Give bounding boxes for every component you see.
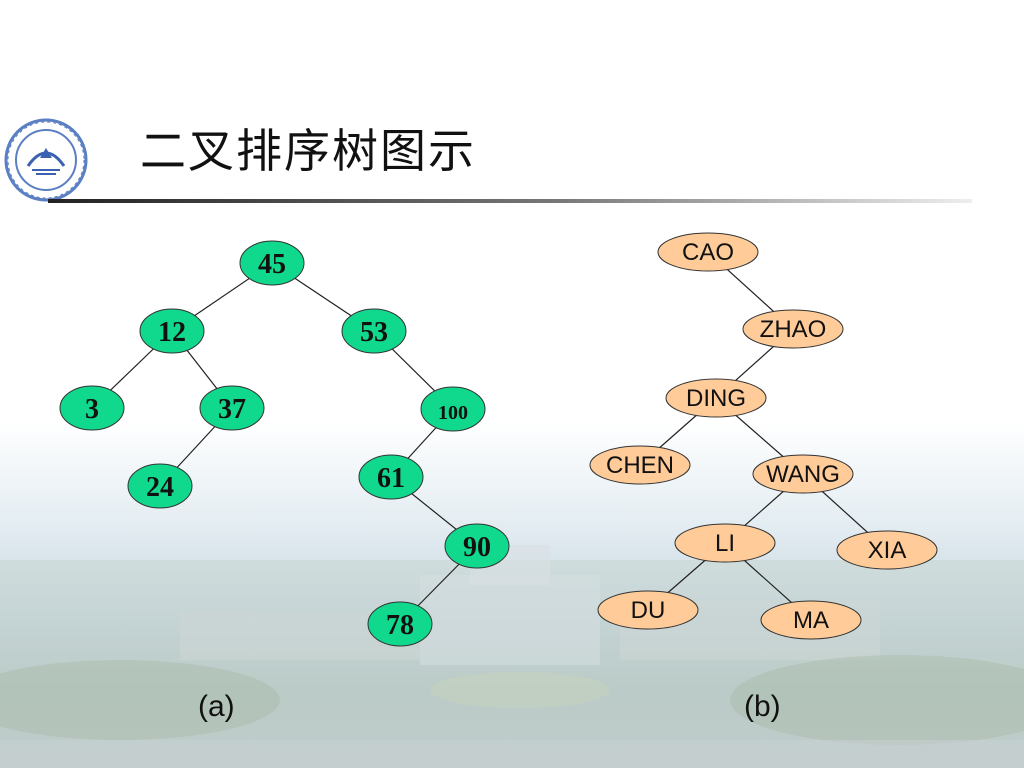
tree-node-n78: 78 bbox=[367, 601, 433, 647]
tree-node-zhao: ZHAO bbox=[742, 309, 844, 349]
node-label-chen: CHEN bbox=[606, 452, 674, 479]
node-ellipse-chen bbox=[589, 445, 691, 485]
node-label-ding: DING bbox=[686, 385, 746, 412]
title-underline bbox=[48, 199, 972, 203]
node-ellipse-du bbox=[597, 590, 699, 630]
node-ellipse-zhao bbox=[742, 309, 844, 349]
node-label-n24: 24 bbox=[146, 472, 174, 503]
tree-node-n90: 90 bbox=[444, 523, 510, 569]
tree-node-du: DU bbox=[597, 590, 699, 630]
page-title: 二叉排序树图示 bbox=[140, 124, 476, 178]
tree-node-chen: CHEN bbox=[589, 445, 691, 485]
tree-node-ding: DING bbox=[665, 378, 767, 418]
node-ellipse-n100 bbox=[420, 386, 486, 432]
node-label-n12: 12 bbox=[158, 317, 186, 348]
node-label-n78: 78 bbox=[386, 610, 414, 641]
node-ellipse-ma bbox=[760, 600, 862, 640]
university-seal-icon bbox=[4, 118, 88, 202]
node-label-n3: 3 bbox=[85, 394, 99, 425]
node-ellipse-n90 bbox=[444, 523, 510, 569]
node-ellipse-n12 bbox=[139, 308, 205, 354]
node-label-n53: 53 bbox=[360, 317, 388, 348]
tree-node-n24: 24 bbox=[127, 463, 193, 509]
node-ellipse-n53 bbox=[341, 308, 407, 354]
tree-node-n37: 37 bbox=[199, 385, 265, 431]
node-ellipse-n24 bbox=[127, 463, 193, 509]
node-label-ma: MA bbox=[793, 607, 829, 634]
caption-a: (a) bbox=[198, 690, 235, 723]
node-ellipse-n61 bbox=[358, 454, 424, 500]
node-label-n37: 37 bbox=[218, 394, 246, 425]
node-label-du: DU bbox=[631, 597, 666, 624]
tree-node-wang: WANG bbox=[752, 454, 854, 494]
node-ellipse-xia bbox=[836, 530, 938, 570]
tree-node-n61: 61 bbox=[358, 454, 424, 500]
node-label-n61: 61 bbox=[377, 463, 405, 494]
node-ellipse-n3 bbox=[59, 385, 125, 431]
node-ellipse-ding bbox=[665, 378, 767, 418]
node-label-n45: 45 bbox=[258, 249, 286, 280]
tree-node-n53: 53 bbox=[341, 308, 407, 354]
node-ellipse-wang bbox=[752, 454, 854, 494]
node-label-xia: XIA bbox=[868, 537, 907, 564]
tree-node-li: LI bbox=[674, 523, 776, 563]
node-ellipse-cao bbox=[657, 232, 759, 272]
node-label-zhao: ZHAO bbox=[760, 316, 827, 343]
node-ellipse-n78 bbox=[367, 601, 433, 647]
tree-node-xia: XIA bbox=[836, 530, 938, 570]
node-label-n90: 90 bbox=[463, 532, 491, 563]
node-label-n100: 100 bbox=[438, 402, 468, 424]
node-label-li: LI bbox=[715, 530, 735, 557]
tree-node-n100: 100 bbox=[420, 386, 486, 432]
node-label-wang: WANG bbox=[766, 461, 840, 488]
node-label-cao: CAO bbox=[682, 239, 734, 266]
caption-b: (b) bbox=[744, 690, 781, 723]
node-ellipse-n37 bbox=[199, 385, 265, 431]
tree-node-n45: 45 bbox=[239, 240, 305, 286]
tree-node-ma: MA bbox=[760, 600, 862, 640]
tree-node-n12: 12 bbox=[139, 308, 205, 354]
node-ellipse-n45 bbox=[239, 240, 305, 286]
node-ellipse-li bbox=[674, 523, 776, 563]
tree-node-cao: CAO bbox=[657, 232, 759, 272]
tree-node-n3: 3 bbox=[59, 385, 125, 431]
